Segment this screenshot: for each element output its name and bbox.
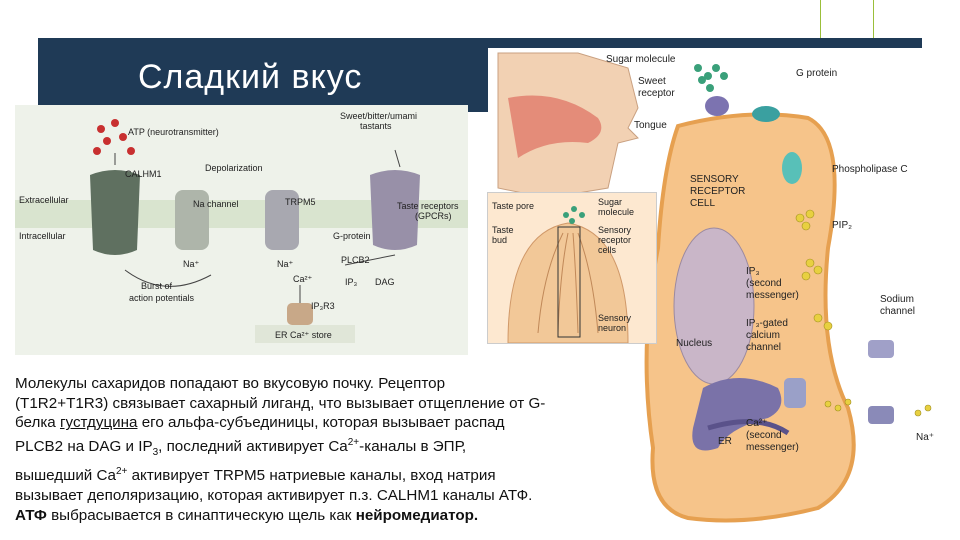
caption-line-2: (T1R2+T1R3) связывает сахарный лиганд, ч… [15,394,546,412]
caption-sup: 2+ [115,466,128,478]
atp-term: АТФ [15,506,47,524]
label-sodium-1: Sodium [880,294,914,305]
taste-bud-figure: Taste pore Sugar molecule Taste bud Sens… [487,192,657,344]
label-tastants-2: tastants [360,121,392,131]
accent-box [820,0,874,44]
label-neuron-2: neuron [598,323,626,333]
label-trpm5: TRPM5 [285,197,316,207]
neurotransmitter-term: нейромедиатор. [355,506,479,524]
slide-title: Сладкий вкус [138,58,363,96]
caption-sub: 3 [152,446,159,458]
label-ca-1: Ca²⁺ [746,418,767,429]
caption-text: активирует TRPM5 натриевые каналы, вход … [127,467,496,485]
label-receptor: receptor [638,88,675,99]
label-nucleus: Nucleus [676,338,712,349]
label-sensory-1: SENSORY [690,174,739,185]
label-sensory-rc-1: Sensory [598,225,632,235]
label-ip3gated-3: channel [746,342,781,353]
label-dag: DAG [375,277,395,287]
pathway-figure: ATP (neurotransmitter) Sweet/bitter/umam… [15,105,468,355]
label-burst-2: action potentials [129,293,195,303]
caption-text: вышедший Ca [15,467,116,485]
caption-text: -каналы в ЭПР, [359,437,467,455]
label-er-store: ER Ca²⁺ store [275,330,332,340]
sensory-cell-figure: Sugar molecule Sweet receptor Tongue G p… [488,48,938,528]
label-tastants: Sweet/bitter/umami [340,111,417,121]
caption-text: выбрасывается в синаптическую щель как [46,506,356,524]
caption-line-5: вышедший Ca2+ активирует TRPM5 натриевые… [15,462,670,486]
label-ip3-3: messenger) [746,290,799,301]
caption-text: , последний активирует Ca [158,437,348,455]
caption-line-4: PLCB2 на DAG и IP3, последний активирует… [15,433,670,463]
label-ip3: IP₃ [345,277,358,287]
label-receptors: Taste receptors [397,201,459,211]
label-ca-2: (second [746,430,782,441]
label-sugar-molecule: Sugar molecule [606,54,676,65]
caption-line-6: вызывает деполяризацию, которая активиру… [15,487,533,505]
label-ip3-1: IP₃ [746,266,760,277]
label-gprotein: G-protein [333,231,371,241]
label-ip3r3: IP₃R3 [311,301,335,311]
label-ca: Ca²⁺ [293,274,313,284]
label-sensory-rc-3: cells [598,245,617,255]
label-ip3-2: (second [746,278,782,289]
label-atp: ATP (neurotransmitter) [128,127,219,137]
label-ip3gated-1: IP₃-gated [746,318,788,329]
label-g-protein: G protein [796,68,837,79]
label-sodium-2: channel [880,306,915,317]
label-ip3gated-2: calcium [746,330,780,341]
label-sensory-3: CELL [690,198,715,209]
caption-sup: 2+ [347,436,360,448]
label-ca-3: messenger) [746,442,799,453]
caption-text: его альфа-субъединицы, которая вызывает … [137,414,505,432]
caption-text: белка [15,414,60,432]
label-er: ER [718,436,732,447]
label-sensory-rc-2: receptor [598,235,631,245]
label-tongue: Tongue [634,120,667,131]
label-taste-bud-2: bud [492,235,507,245]
label-na-2: Na⁺ [277,259,294,269]
label-sweet: Sweet [638,76,666,87]
label-burst: Burst of [141,281,173,291]
label-pip2: PIP₂ [832,220,852,231]
label-phospholipase: Phospholipase C [832,164,908,175]
label-sugar-1: Sugar [598,197,622,207]
label-taste-pore: Taste pore [492,201,534,211]
label-plcb2: PLCB2 [341,255,370,265]
label-intracellular: Intracellular [19,231,66,241]
label-extracellular: Extracellular [19,195,69,205]
label-sensory-2: RECEPTOR [690,186,745,197]
label-gpcrs: (GPCRs) [415,211,452,221]
label-na-channel: Na channel [193,199,239,209]
label-calhm1: CALHM1 [125,169,162,179]
label-na-1: Na⁺ [183,259,200,269]
caption-line-7: АТФ выбрасывается в синаптическую щель к… [15,506,670,526]
caption-line-1: Молекулы сахаридов попадают во вкусовую … [15,375,446,392]
label-sugar-2: molecule [598,207,634,217]
label-taste-bud-1: Taste [492,225,514,235]
label-na: Na⁺ [916,432,934,443]
label-depol: Depolarization [205,163,263,173]
caption-line-3: белка густдуцина его альфа-субъединицы, … [15,413,670,433]
caption-text: PLCB2 на DAG и IP [15,437,153,455]
caption: Молекулы сахаридов попадают во вкусовую … [15,374,670,525]
label-neuron-1: Sensory [598,313,632,323]
gustducin-term: густдуцина [59,414,138,432]
